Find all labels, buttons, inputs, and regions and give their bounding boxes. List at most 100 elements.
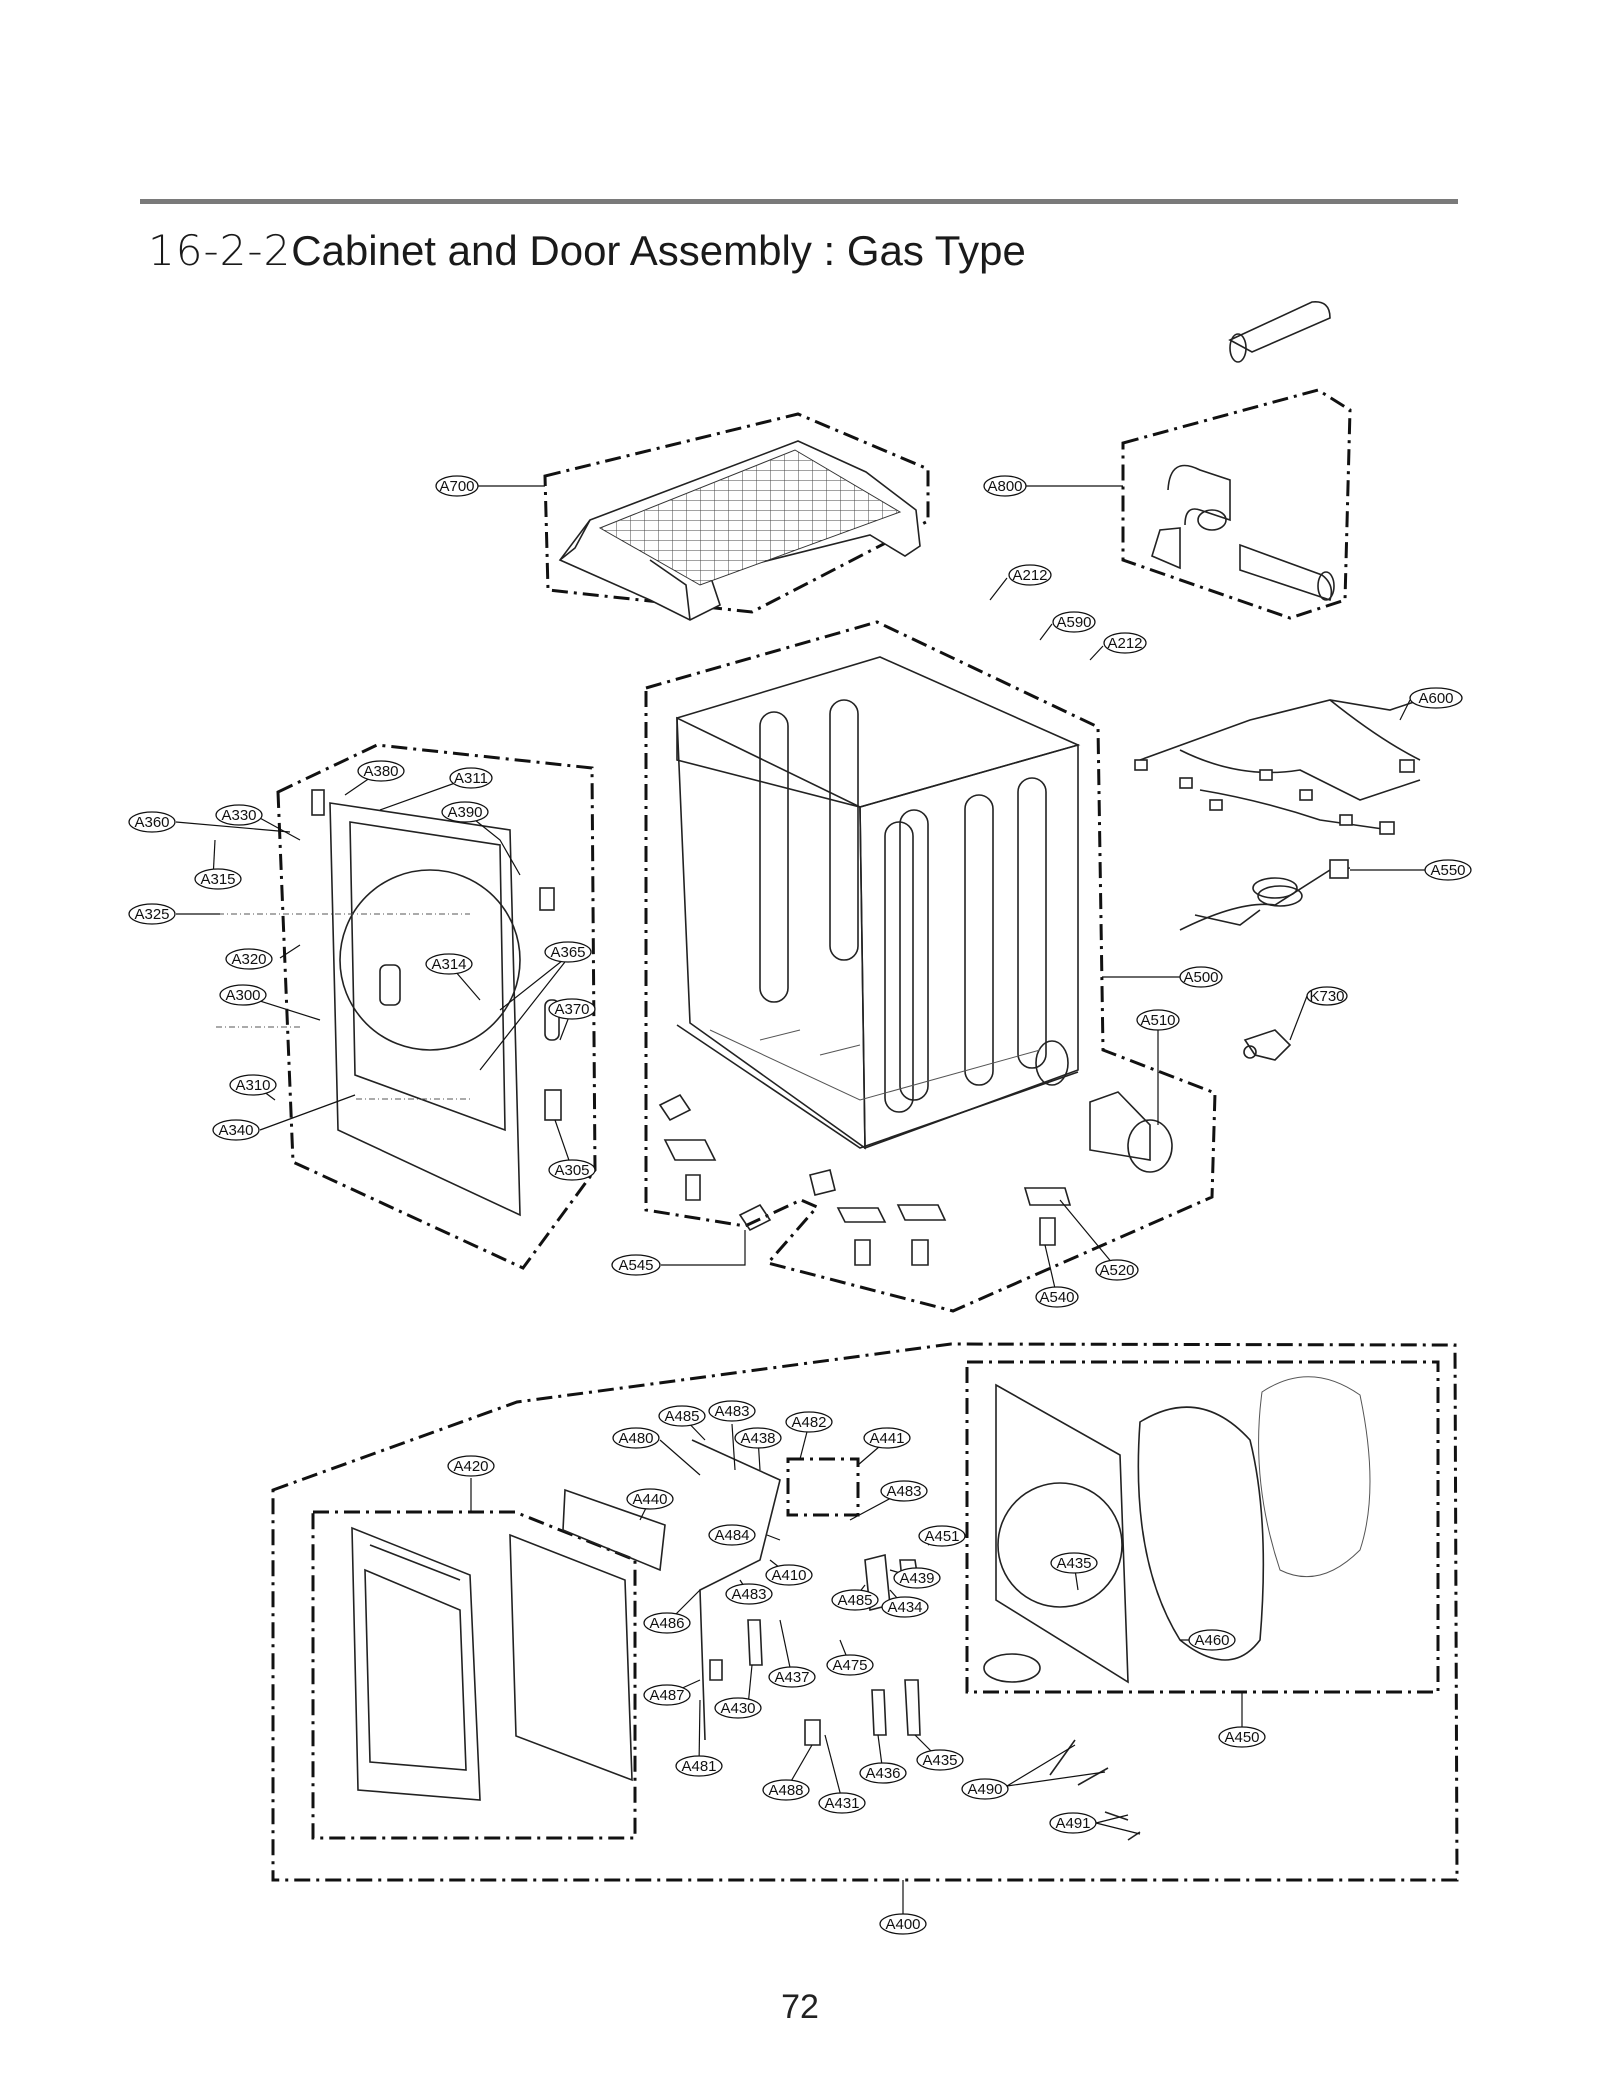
svg-text:K730: K730 bbox=[1309, 988, 1344, 1005]
callout-A440: A440 bbox=[626, 1488, 674, 1510]
svg-text:A325: A325 bbox=[134, 906, 169, 923]
callout-A340: A340 bbox=[212, 1119, 260, 1141]
front-panel-part bbox=[216, 789, 562, 1217]
callout-A486: A486 bbox=[643, 1612, 691, 1634]
callout-A438: A438 bbox=[734, 1427, 782, 1449]
callout-A485: A485 bbox=[831, 1589, 879, 1611]
callout-A800: A800 bbox=[983, 475, 1027, 497]
callout-A520: A520 bbox=[1095, 1259, 1139, 1281]
svg-text:A520: A520 bbox=[1099, 1262, 1134, 1279]
svg-text:A480: A480 bbox=[618, 1430, 653, 1447]
callout-A483: A483 bbox=[880, 1480, 928, 1502]
svg-text:A700: A700 bbox=[439, 478, 474, 495]
header-rule bbox=[140, 199, 1458, 204]
callout-A400: A400 bbox=[879, 1913, 927, 1935]
leveling-legs-part bbox=[658, 1093, 1072, 1266]
callout-A488: A488 bbox=[762, 1779, 810, 1801]
callout-A540: A540 bbox=[1035, 1286, 1079, 1308]
wiring-harness-part bbox=[1134, 699, 1421, 835]
gas-valve-part bbox=[1243, 1029, 1292, 1061]
callout-A311: A311 bbox=[449, 767, 493, 789]
svg-text:A438: A438 bbox=[740, 1430, 775, 1447]
callout-A437: A437 bbox=[768, 1666, 816, 1688]
callout-A441: A441 bbox=[863, 1427, 911, 1449]
svg-text:A485: A485 bbox=[664, 1408, 699, 1425]
callout-A450: A450 bbox=[1218, 1726, 1266, 1748]
svg-text:A311: A311 bbox=[454, 770, 488, 787]
page-title: 16-2-2Cabinet and Door Assembly : Gas Ty… bbox=[148, 226, 1026, 275]
callout-A320: A320 bbox=[225, 948, 273, 970]
svg-text:A540: A540 bbox=[1039, 1289, 1074, 1306]
callout-A314: A314 bbox=[425, 953, 473, 975]
svg-text:A483: A483 bbox=[714, 1403, 749, 1420]
svg-text:A400: A400 bbox=[885, 1916, 920, 1933]
svg-text:A491: A491 bbox=[1055, 1815, 1090, 1832]
svg-text:A483: A483 bbox=[886, 1483, 921, 1500]
callout-A370: A370 bbox=[548, 998, 596, 1020]
callout-A550: A550 bbox=[1424, 859, 1472, 881]
lint-duct-part bbox=[1089, 1091, 1173, 1173]
callout-A600: A600 bbox=[1409, 687, 1463, 709]
cabinet-part bbox=[676, 656, 1081, 1150]
svg-text:A600: A600 bbox=[1418, 690, 1453, 707]
svg-text:A451: A451 bbox=[924, 1528, 959, 1545]
svg-text:A310: A310 bbox=[235, 1077, 270, 1094]
svg-text:A300: A300 bbox=[225, 987, 260, 1004]
callout-A490: A490 bbox=[961, 1778, 1009, 1800]
callout-A590: A590 bbox=[1052, 611, 1096, 633]
svg-text:A486: A486 bbox=[649, 1615, 684, 1632]
svg-text:A488: A488 bbox=[768, 1782, 803, 1799]
svg-text:A460: A460 bbox=[1194, 1632, 1229, 1649]
callout-A483: A483 bbox=[708, 1400, 756, 1422]
callout-A390: A390 bbox=[441, 801, 489, 823]
callout-A439: A439 bbox=[893, 1567, 941, 1589]
svg-text:A484: A484 bbox=[714, 1527, 749, 1544]
callout-A436: A436 bbox=[859, 1762, 907, 1784]
svg-text:A380: A380 bbox=[363, 763, 398, 780]
svg-text:A437: A437 bbox=[774, 1669, 809, 1686]
svg-text:A360: A360 bbox=[134, 814, 169, 831]
svg-text:A436: A436 bbox=[865, 1765, 900, 1782]
door-frame-part bbox=[351, 1526, 633, 1801]
svg-text:A441: A441 bbox=[869, 1430, 904, 1447]
power-cord-part bbox=[1179, 859, 1351, 931]
callout-A315: A315 bbox=[194, 868, 242, 890]
svg-text:A340: A340 bbox=[218, 1122, 253, 1139]
callout-A325: A325 bbox=[128, 903, 176, 925]
svg-text:A800: A800 bbox=[987, 478, 1022, 495]
screws-part bbox=[1049, 1739, 1141, 1841]
svg-text:A482: A482 bbox=[791, 1414, 826, 1431]
svg-text:A314: A314 bbox=[431, 956, 466, 973]
callout-K730: K730 bbox=[1306, 986, 1348, 1006]
callout-A410: A410 bbox=[765, 1564, 813, 1586]
svg-text:A510: A510 bbox=[1140, 1012, 1175, 1029]
svg-text:A410: A410 bbox=[771, 1567, 806, 1584]
callout-A480: A480 bbox=[612, 1427, 660, 1449]
svg-text:A440: A440 bbox=[632, 1491, 667, 1508]
svg-text:A435: A435 bbox=[922, 1752, 957, 1769]
door-ring-part bbox=[983, 1376, 1371, 1684]
svg-text:A483: A483 bbox=[731, 1586, 766, 1603]
callout-A482: A482 bbox=[785, 1411, 833, 1433]
callout-A460: A460 bbox=[1188, 1629, 1236, 1651]
callout-A365: A365 bbox=[544, 941, 592, 963]
callout-A310: A310 bbox=[229, 1074, 277, 1096]
callout-A475: A475 bbox=[826, 1654, 874, 1676]
svg-text:A370: A370 bbox=[554, 1001, 589, 1018]
callout-A434: A434 bbox=[881, 1596, 929, 1618]
callout-A360: A360 bbox=[128, 811, 176, 833]
callout-A510: A510 bbox=[1136, 1009, 1180, 1031]
svg-text:A315: A315 bbox=[200, 871, 235, 888]
top-cover-part bbox=[558, 440, 921, 621]
svg-text:A545: A545 bbox=[618, 1257, 653, 1274]
svg-text:A434: A434 bbox=[887, 1599, 922, 1616]
svg-text:A490: A490 bbox=[967, 1781, 1002, 1798]
callout-A212: A212 bbox=[1103, 632, 1147, 654]
svg-text:A212: A212 bbox=[1107, 635, 1142, 652]
svg-text:A487: A487 bbox=[649, 1687, 684, 1704]
callout-A545: A545 bbox=[611, 1254, 661, 1276]
svg-text:A481: A481 bbox=[681, 1758, 716, 1775]
svg-text:A365: A365 bbox=[550, 944, 585, 961]
callout-A330: A330 bbox=[215, 804, 263, 826]
